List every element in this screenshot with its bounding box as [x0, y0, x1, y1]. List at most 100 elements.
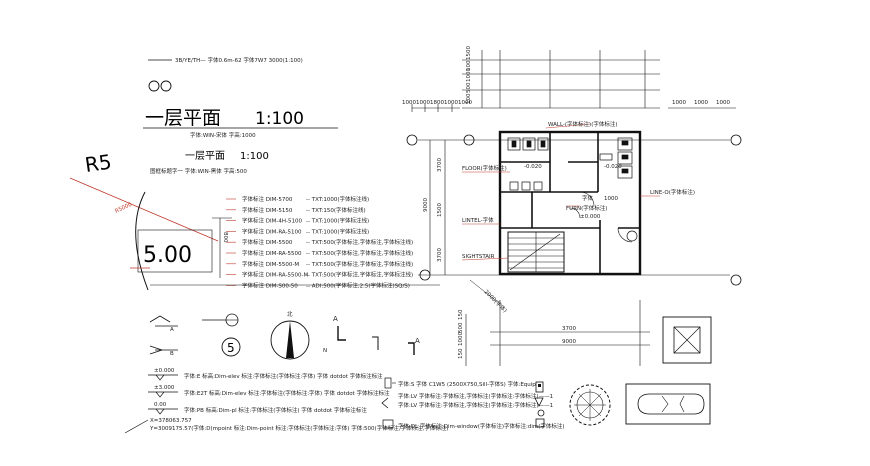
wall-label: WALL-(字体标注)(字体标注) [548, 120, 618, 128]
svg-text:字体:DL 字体标注:Dim-window(字体标注)字体: 字体:DL 字体标注:Dim-window(字体标注)字体标注:dim(字体标注… [398, 422, 565, 430]
dim-label: 1000 [458, 100, 472, 106]
fixture-icon [534, 397, 544, 407]
toilet-fixtures [507, 137, 633, 191]
dim-label: 1000 [402, 100, 416, 106]
dim-label: 1500 [466, 46, 472, 60]
switch-icon [535, 418, 545, 428]
dimension-style-legend: 字体标注 DIM-5700 -- TXT:1000(字体标注线) 字体标注 DIM-… [150, 195, 440, 289]
left-dimensions: 3700 1500 3700 [437, 158, 443, 262]
title-block: 3B/YE/TH— 字体0.6m-62 字体7W7 3000(1:100) 一层… [143, 56, 338, 175]
section-a2-label: A [415, 337, 420, 345]
legend-desc: -- TXT:1000(字体标注线) [306, 227, 369, 235]
title-header-row: 3B/YE/TH— 字体0.6m-62 字体7W7 3000(1:100) [175, 56, 303, 64]
north-n: N [323, 348, 327, 354]
elevation-mark-icon [148, 374, 178, 381]
sub-note: 图框标题字一 字体:WIN-黑体 字高:500 [150, 167, 247, 175]
dim-label: 500 [458, 322, 464, 333]
legend-desc: -- TXT:1000(字体标注线) [306, 217, 369, 225]
dim-label: 1000 [672, 100, 686, 106]
symbol-row: A B 5 北 N A A [149, 310, 420, 360]
legend-desc: -- TXT:500(字体标注,字体标注,字体标注线) [306, 238, 413, 246]
stair-label: SIGHTSTAIR [462, 254, 495, 260]
lamp-icon [537, 409, 545, 417]
legend-desc: -- TXT:500(字体标注,字体标注,字体标注线) [306, 249, 413, 257]
elevation-note: 字体:PB 标高:Dim-pl 标注:字体标注(字体标注) 字体 dotdot … [184, 406, 367, 414]
coordinate-note: X=378063.757 Y=3009175.57(字体:D(mpoint 标注… [124, 418, 448, 434]
legend-code: 字体标注 DIM-5700 [242, 195, 293, 203]
value-box [137, 229, 213, 273]
plan-scale: 1:100 [255, 109, 304, 129]
dim-label: 1800 [430, 100, 444, 106]
bubble-b: B [170, 351, 174, 357]
plan-title: 一层平面 [145, 107, 221, 129]
dim-label: 1000 [694, 100, 708, 106]
section-a-label: A [333, 315, 338, 323]
elevation-c: ±0.000 [580, 214, 601, 220]
window-legend: 字体:S 字体 C1W5 (2500X750,Sill-字体S) 字体:Equi… [381, 377, 565, 430]
dim-label: 3700 [437, 248, 443, 262]
legend-code: 字体标注 DIM-5150 [242, 206, 293, 214]
radius-callout: R5 R5000 5.00 800 [69, 149, 232, 291]
equipment-icons [534, 381, 545, 428]
legend-desc: -- TXT:500(字体标注,字体标注,字体标注线) [306, 260, 413, 268]
stair [507, 231, 565, 273]
dim-label: 1000 [716, 100, 730, 106]
number-bubble-icon [221, 337, 241, 357]
grid-bubble-icon [730, 134, 742, 146]
dim-label: 150 [458, 348, 464, 359]
dim-label: 1500 [437, 203, 443, 217]
coord-y: Y=3009175.57(字体:D(mpoint 标注:Dim-point 标注… [149, 424, 448, 432]
legend-code: 字体标注 DIM-5500-M [242, 260, 299, 268]
furniture-label: FURN(字体标注) [566, 204, 607, 212]
svg-text:800: 800 [222, 232, 228, 243]
dim-label: 1000 [466, 68, 472, 82]
dim-label: 100 [466, 93, 472, 104]
sub-scale: 1:100 [240, 151, 269, 162]
plan-font-note: 字体:WIN-宋体 字高:1000 [190, 131, 256, 139]
elevator-icon [662, 316, 712, 364]
legend-code: 字体标注 DIM-5500 [242, 238, 293, 246]
coord-x: X=378063.757 [150, 418, 192, 424]
elevation-value: ±3.000 [154, 385, 175, 391]
legend-desc: -- TXT:150(字体标注线) [306, 206, 366, 214]
dim-label: 9000 [562, 339, 576, 345]
svg-text:字体:LV 字体标注:字体标注,字体标注(字体标注:字体标: 字体:LV 字体标注:字体标注,字体标注(字体标注:字体标注)——1 [398, 401, 553, 409]
legend-code: 字体标注 DIM-S00-50 [242, 281, 298, 289]
dim-label: 3700 [437, 158, 443, 172]
bubble-number: 5 [227, 341, 235, 355]
legend-desc: -- TXT:1000(字体标注线) [306, 195, 369, 203]
dim-label: 500 [466, 82, 472, 93]
lintel-label: LINTEL-字体 [462, 216, 494, 224]
bubble-a: A [170, 327, 174, 333]
dim-label: 1000 [416, 100, 430, 106]
building-outline [498, 130, 642, 276]
elevation-note: 字体:E 标高:Dim-elev 标注:字体标注(字体标注:字体) 字体 dot… [184, 372, 383, 380]
svg-text:字体:S 字体 C1W5 (2500X750,Sill-字: 字体:S 字体 C1W5 (2500X750,Sill-字体S) 字体:Equi… [398, 380, 536, 388]
elevation-value: 0.00 [154, 402, 167, 408]
right-dimensions: 1000 1000 1000 [672, 100, 730, 106]
elevation-a: -0.020 [524, 164, 542, 170]
radius-value: 5.00 [143, 243, 192, 268]
socket-icon [535, 381, 544, 393]
dim-label: 100 [466, 60, 472, 71]
grid-bubble-icon [406, 134, 418, 146]
elevation-mark-icon [148, 408, 178, 415]
double-circle-icon [148, 80, 160, 92]
arc-label: R5000 [114, 202, 133, 215]
legend-code: 字体标注 DIM-RA-5500 [242, 249, 302, 257]
room-label: 字体 [582, 194, 594, 202]
dim-label: 150 [458, 309, 464, 320]
dim-label: 1000 [458, 332, 464, 346]
line-o-label: LINE-O(字体标注) [650, 188, 695, 196]
car-icon [625, 383, 711, 425]
legend-code: 字体标注 DIM-RA-5500-M [242, 271, 309, 279]
radius-label: R5 [83, 149, 113, 176]
dim-total-h: 9000 [423, 198, 429, 212]
